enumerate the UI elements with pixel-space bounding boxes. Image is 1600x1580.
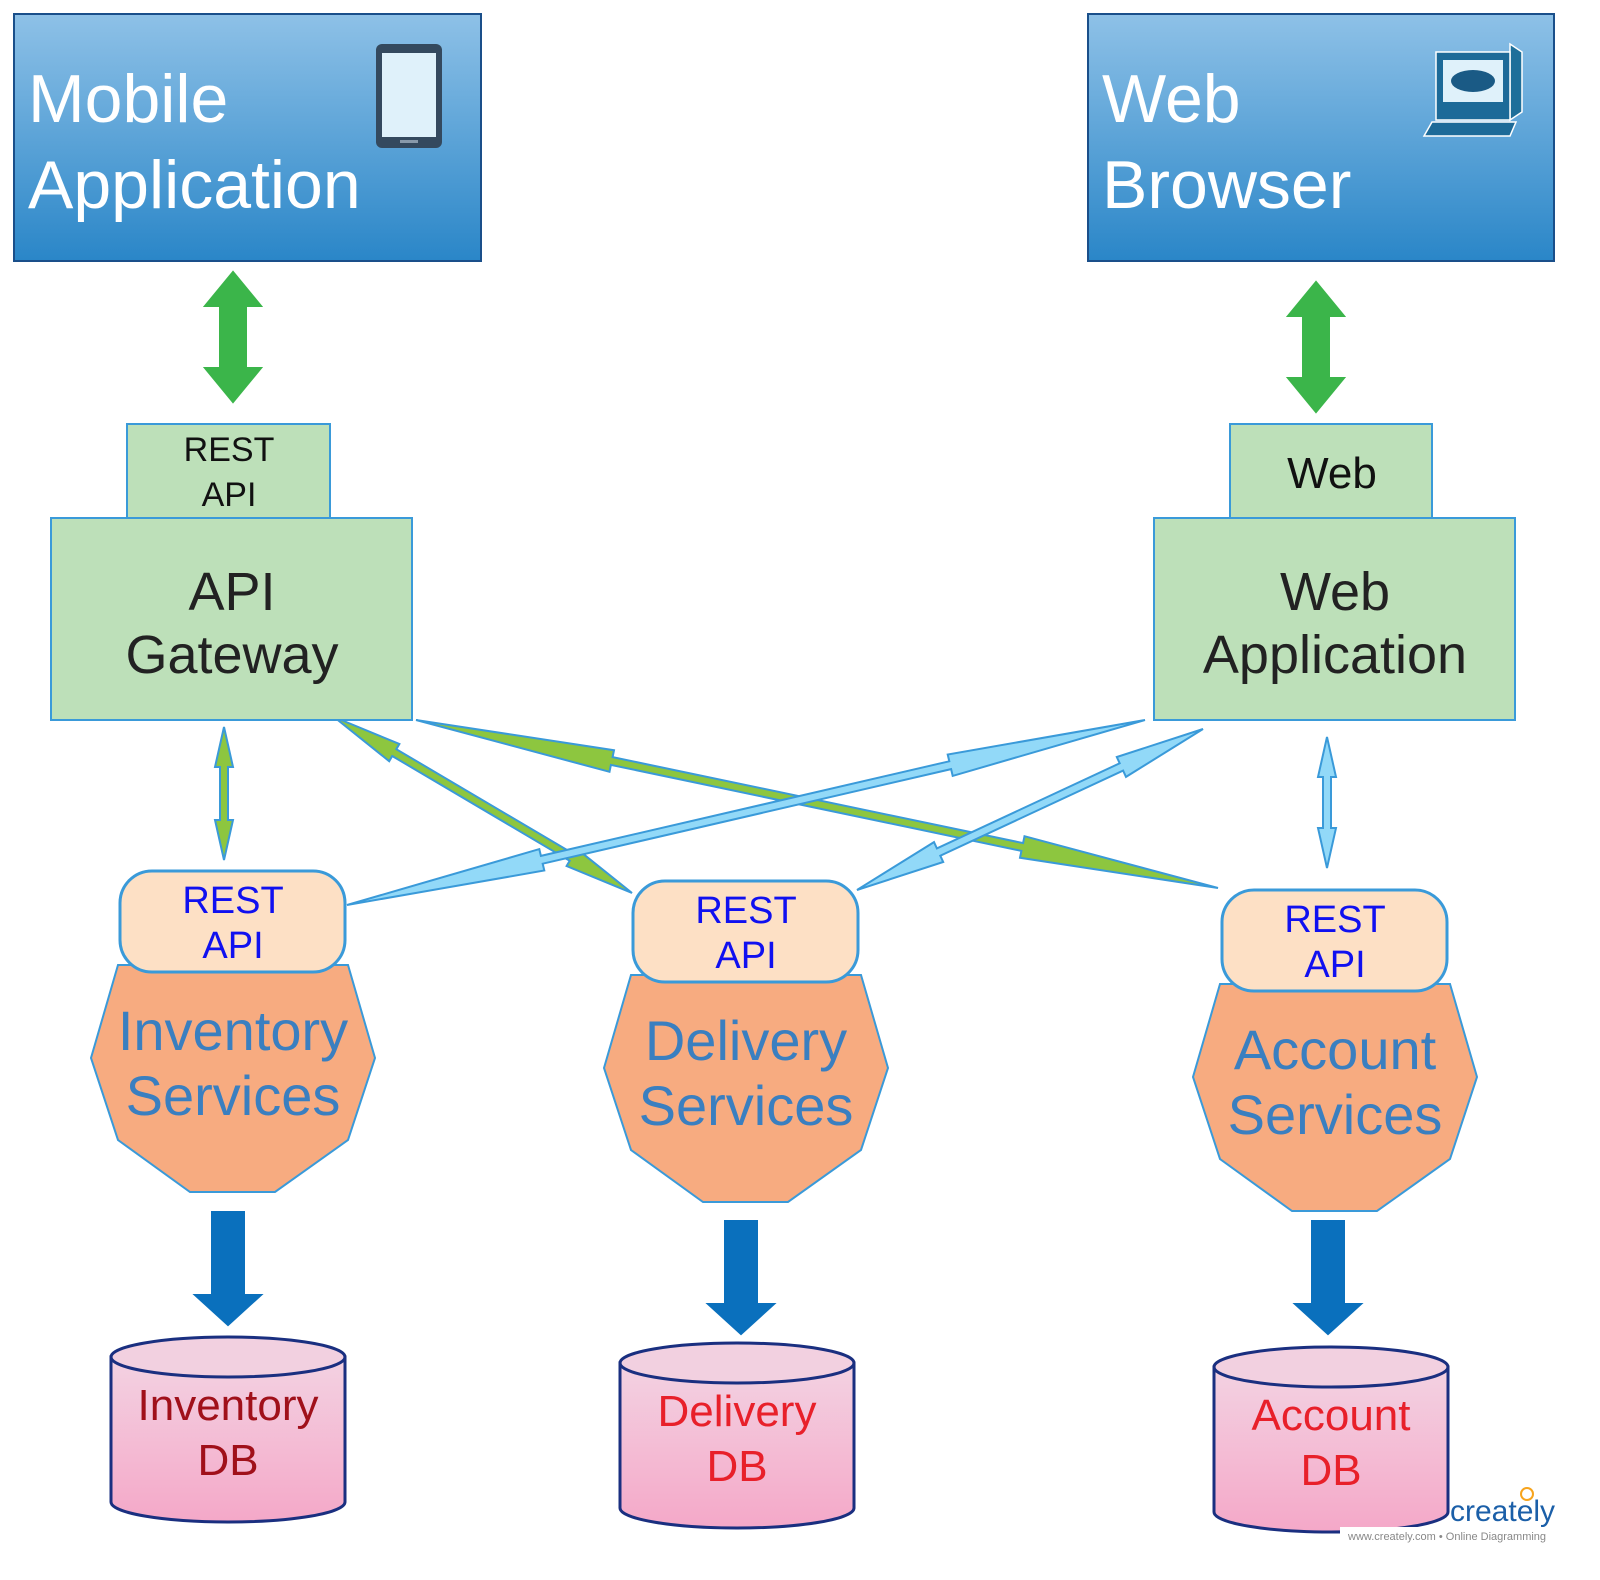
account-db-top <box>1212 1345 1450 1389</box>
delivery-db-label: DB <box>706 1442 767 1491</box>
inventory-db-arrow <box>192 1211 264 1327</box>
gateway-inventory-arrow <box>213 726 235 861</box>
account-db-arrow <box>1292 1220 1364 1336</box>
gateway-delivery-arrow <box>333 716 633 894</box>
mobile-application-box[interactable]: Mobile Application <box>13 13 482 262</box>
delivery-service-label: Delivery <box>645 1009 847 1072</box>
gateway-rest-api-tab-line1: REST <box>184 431 275 469</box>
delivery-rest-api-label: REST <box>695 890 796 932</box>
webapp-title-line2: Application <box>1203 625 1467 685</box>
account-db-label: DB <box>1300 1446 1361 1495</box>
inventory-rest-api-pill[interactable] <box>118 869 347 974</box>
mobile-title-line1: Mobile <box>28 61 228 137</box>
gateway-title-line2: Gateway <box>125 625 338 685</box>
delivery-rest-api-label: API <box>715 935 776 977</box>
web-application[interactable]: Web Web Application <box>1153 423 1516 721</box>
lightbulb-icon <box>1520 1487 1534 1501</box>
gateway-rest-api-tab-line2: API <box>202 476 257 514</box>
browser-title-line2: Browser <box>1102 147 1351 223</box>
account-rest-api-label: REST <box>1284 899 1385 941</box>
delivery-db-arrow <box>705 1220 777 1336</box>
browser-webapp-arrow <box>1285 280 1347 414</box>
webapp-title-line1: Web <box>1280 562 1390 622</box>
services-layer: RESTAPIInventoryServicesInventoryDBRESTA… <box>89 869 1479 1534</box>
creately-logo: creately <box>1450 1495 1555 1528</box>
api-gateway[interactable]: REST API API Gateway <box>50 423 413 721</box>
creately-watermark: creately www.creately.com • Online Diagr… <box>1340 1487 1600 1549</box>
delivery-db-label: Delivery <box>658 1387 817 1436</box>
account-service-label: Account <box>1234 1018 1437 1081</box>
account-rest-api-pill[interactable] <box>1220 888 1449 993</box>
account-db-cylinder <box>1212 1365 1450 1534</box>
delivery-rest-api-pill[interactable] <box>631 879 860 984</box>
delivery-db-cylinder <box>618 1361 856 1530</box>
webapp-web-tab: Web <box>1287 449 1377 498</box>
gateway-title-line1: API <box>188 562 275 622</box>
account-db-label: Account <box>1252 1391 1411 1440</box>
inventory-db-cylinder <box>109 1355 347 1524</box>
tablet-icon <box>376 44 442 148</box>
inventory-service-octagon <box>89 964 377 1193</box>
inventory-service-label: Inventory <box>118 999 348 1062</box>
web-browser-box[interactable]: Web Browser <box>1087 13 1555 262</box>
account-service-octagon <box>1191 983 1479 1212</box>
webapp-delivery-arrow <box>856 728 1204 891</box>
inventory-db-top <box>109 1335 347 1379</box>
mobile-gateway-arrow <box>202 270 264 404</box>
creately-tagline: www.creately.com • Online Diagramming <box>1347 1531 1546 1543</box>
inventory-rest-api-label: API <box>202 925 263 967</box>
delivery-service-label: Services <box>639 1074 854 1137</box>
account-service-label: Services <box>1228 1083 1443 1146</box>
browser-title-line1: Web <box>1102 61 1241 137</box>
delivery-service-octagon <box>602 974 890 1203</box>
webapp-inventory-arrow <box>346 719 1146 906</box>
inventory-db-label: Inventory <box>138 1381 319 1430</box>
inventory-rest-api-label: REST <box>182 880 283 922</box>
computer-icon <box>1422 42 1523 137</box>
webapp-account-arrow <box>1316 736 1338 869</box>
account-rest-api-label: API <box>1304 944 1365 986</box>
inventory-service-label: Services <box>126 1064 341 1127</box>
arrows-layer <box>192 270 1364 1336</box>
inventory-db-label: DB <box>197 1436 258 1485</box>
gateway-account-arrow <box>415 719 1219 889</box>
mobile-title-line2: Application <box>28 147 361 223</box>
delivery-db-top <box>618 1341 856 1385</box>
